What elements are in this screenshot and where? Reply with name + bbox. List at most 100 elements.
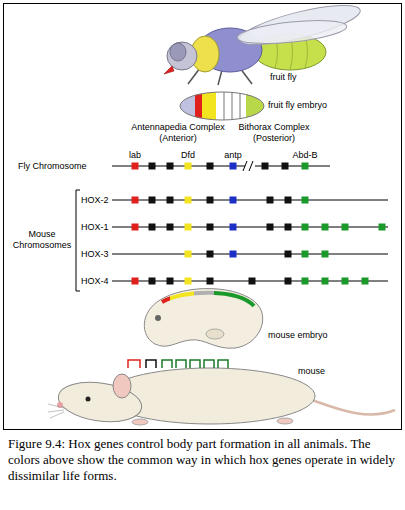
fly-embryo-drawing [178,90,266,122]
chromosome-lines [112,161,388,281]
gene-boxes [302,278,309,285]
gene-boxes [322,278,329,285]
figure-caption: Figure 9.4: Hox genes control body part … [8,436,398,484]
gene-boxes [185,163,192,170]
figure-label: HOX-4 [81,276,109,287]
mouse-hox-brackets [176,360,186,368]
mouse-chromosome-bracket [76,190,80,291]
fly-embryo-drawing [178,90,195,122]
gene-boxes [302,163,309,170]
gene-boxes [132,278,139,285]
figure-frame [4,4,402,430]
gene-boxes [285,251,292,258]
gene-boxes [230,251,237,258]
figure-label: HOX-3 [81,249,109,260]
gene-boxes [342,278,349,285]
mouse-embryo-drawing [206,329,224,339]
gene-boxes [185,278,192,285]
gene-boxes [149,224,156,231]
figure-label: Abd-B [292,150,317,161]
figure-label: mouse [298,366,325,377]
gene-boxes [132,163,386,285]
gene-boxes [342,224,349,231]
fly-embryo-drawing [231,90,233,122]
figure-label: Dfd [181,150,195,161]
chromosome-lines [243,161,247,171]
mouse-embryo-drawing [155,315,161,321]
gene-boxes [322,251,329,258]
fruit-fly-drawing [170,43,186,61]
fly-embryo-drawing [178,90,266,122]
gene-boxes [230,224,237,231]
mouse-drawing [312,400,395,415]
mouse-hox-brackets [204,360,214,368]
mouse-drawing [113,374,131,398]
figure-label: mouse embryo [268,330,328,341]
gene-boxes [167,163,174,170]
gene-boxes [267,197,274,204]
fly-embryo-drawing [180,92,264,120]
fly-embryo-drawing [216,90,246,122]
gene-boxes [167,197,174,204]
gene-boxes [379,224,386,231]
gene-boxes [230,197,237,204]
mouse-drawing [86,397,91,402]
gene-boxes [149,197,156,204]
figure-label: HOX-2 [81,195,109,206]
mouse-drawing [132,419,148,425]
gene-boxes [132,224,139,231]
fruit-fly-drawing [164,66,174,74]
mouse-embryo-drawing [144,289,262,349]
gene-boxes [149,278,156,285]
fly-embryo-drawing [239,90,241,122]
mouse-embryo-drawing [162,293,254,306]
mouse-drawing [48,368,395,427]
gene-boxes [230,163,237,170]
figure-label: Fly Chromosome [18,161,87,172]
gene-boxes [322,224,329,231]
chromosome-lines [112,254,388,255]
gene-boxes [285,278,292,285]
gene-boxes [262,163,269,170]
mouse-hox-brackets [162,360,172,368]
figure-label: Bithorax Complex (Posterior) [224,122,324,144]
fly-embryo-drawing [223,90,225,122]
mouse-chromosome-bracket [76,190,80,291]
fruit-fly-drawing [218,70,222,85]
gene-boxes [302,224,309,231]
gene-boxes [149,163,156,170]
figure-label: Antennapedia Complex (Anterior) [128,122,228,144]
gene-boxes [167,224,174,231]
gene-boxes [302,251,309,258]
gene-boxes [207,197,214,204]
gene-boxes [185,224,192,231]
figure-label: antp [224,150,242,161]
gene-boxes [267,224,274,231]
mouse-hox-brackets [218,360,228,368]
gene-boxes [282,163,289,170]
chromosome-lines [249,161,253,171]
mouse-hox-brackets [128,360,140,368]
gene-boxes [185,197,192,204]
fruit-fly-drawing [237,0,364,53]
fruit-fly-drawing [167,42,197,70]
gene-boxes [362,278,369,285]
figure-label: fruit fly embryo [268,100,327,111]
figure-label: lab [129,150,141,161]
figure-label: Mouse Chromosomes [11,229,73,251]
mouse-hox-brackets [190,360,200,368]
gene-boxes [185,251,192,258]
gene-boxes [132,197,139,204]
figure-label: HOX-1 [81,222,109,233]
fly-embryo-drawing [202,90,216,122]
fruit-fly-drawing [236,16,347,47]
gene-boxes [132,163,139,170]
gene-boxes [207,163,214,170]
gene-boxes [207,251,214,258]
gene-boxes [302,197,309,204]
figure-label: fruit fly [270,72,297,83]
mouse-hox-brackets [146,360,156,368]
gene-boxes [167,278,174,285]
mouse-drawing [277,418,293,424]
